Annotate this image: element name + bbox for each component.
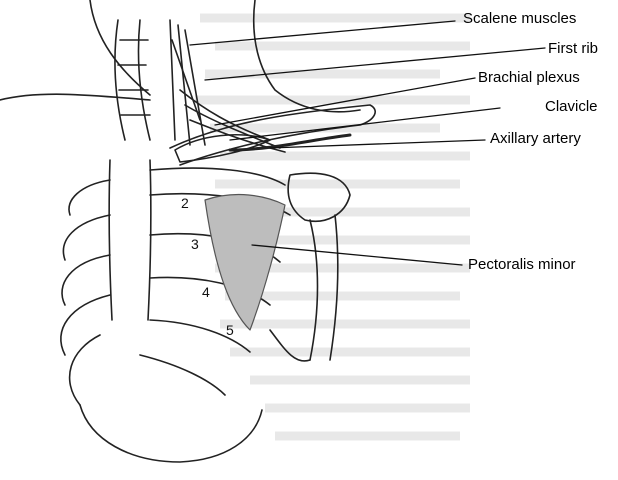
shoulder-outline [0,94,150,100]
label-axillary-artery: Axillary artery [490,130,581,147]
label-clavicle: Clavicle [545,98,598,115]
rib-number-3: 3 [191,236,199,252]
rib-number-4: 4 [202,284,210,300]
scalene-muscles [170,20,205,145]
rib-number-5: 5 [226,322,234,338]
rib-number-2: 2 [181,195,189,211]
sternum [109,160,112,320]
label-pectoralis-minor: Pectoralis minor [468,256,576,273]
pectoralis-minor [205,195,285,330]
label-first-rib: First rib [548,40,598,57]
label-brachial-plexus: Brachial plexus [478,69,580,86]
ribs-left [61,180,110,405]
rib-cage-outline [80,405,262,462]
label-scalene-muscles: Scalene muscles [463,10,576,27]
neck-outline [90,0,150,95]
